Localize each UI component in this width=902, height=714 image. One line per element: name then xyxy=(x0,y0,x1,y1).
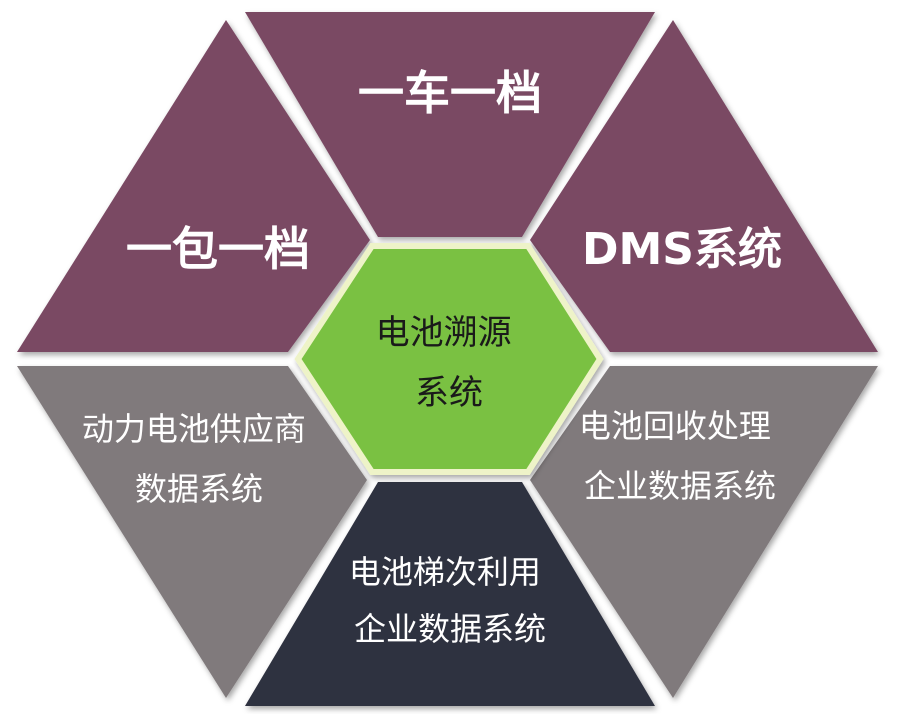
segment-top xyxy=(245,12,655,237)
segment-upper-right xyxy=(530,20,878,352)
segment-lower-right-label: 电池回收处理 企业数据系统 xyxy=(579,407,781,505)
segment-bottom xyxy=(245,482,655,706)
center-hexagon xyxy=(294,243,604,475)
segment-lower-right xyxy=(530,366,878,698)
segment-upper-right-label: DMS系统 xyxy=(582,224,782,275)
segment-lower-left-label: 动力电池供应商 数据系统 xyxy=(82,410,316,508)
center-label: 电池溯源 系统 xyxy=(376,313,523,413)
segment-bottom-label: 电池梯次利用 企业数据系统 xyxy=(349,553,551,648)
segment-upper-left-label: 一包一档 xyxy=(126,222,310,276)
segment-upper-left xyxy=(17,20,370,352)
segment-lower-left xyxy=(17,366,367,698)
segment-top-label: 一车一档 xyxy=(358,66,542,120)
